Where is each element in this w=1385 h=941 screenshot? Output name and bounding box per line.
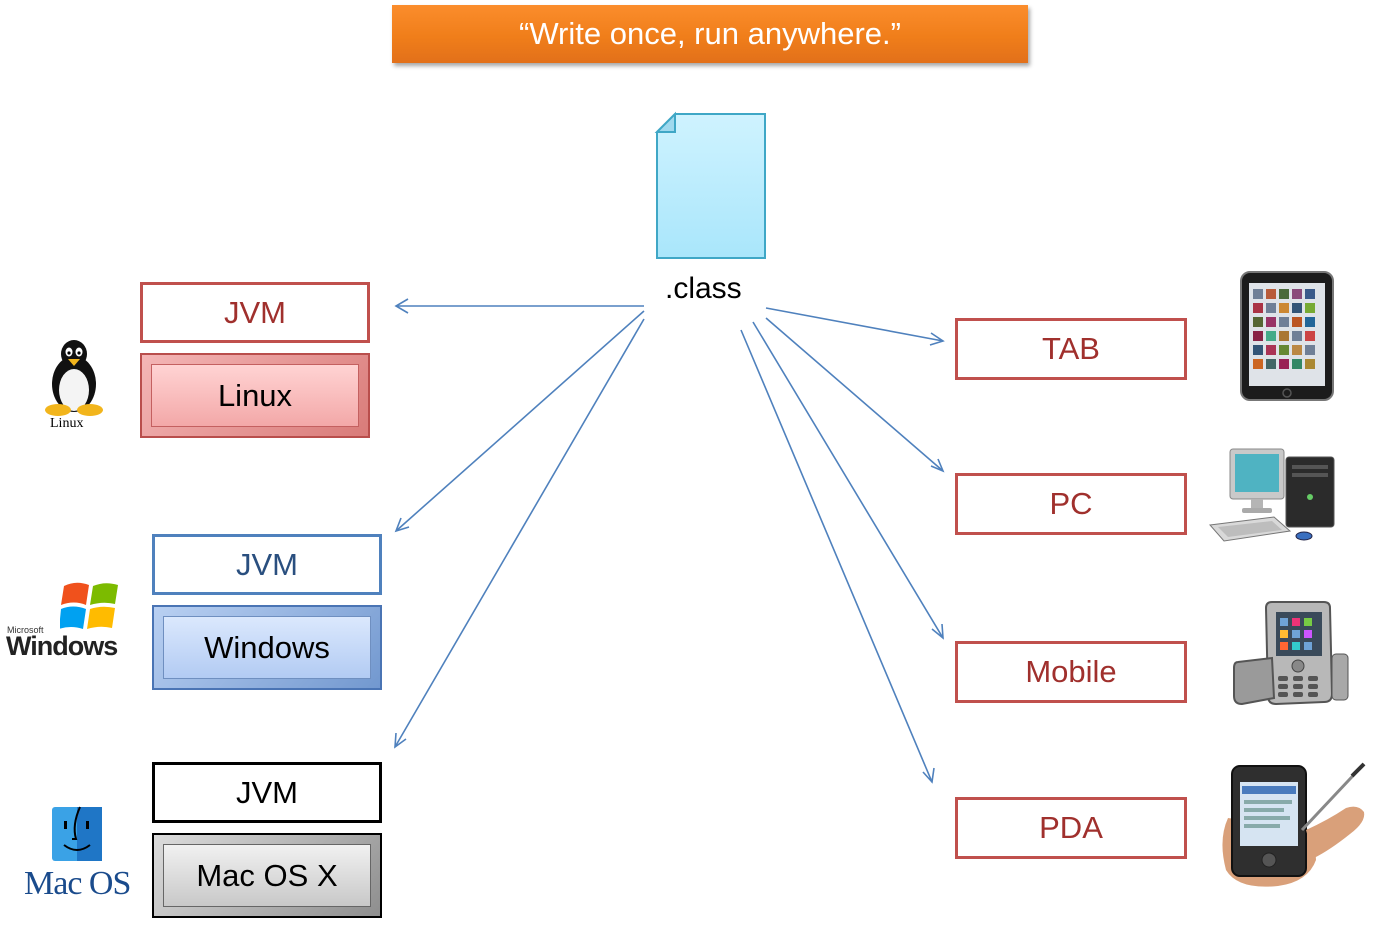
class-file-label: .class <box>665 272 742 305</box>
windows-jvm-label: JVM <box>236 546 298 582</box>
windows-os-box: Windows <box>152 605 382 690</box>
windows-jvm-box: JVM <box>152 534 382 595</box>
device-box-tab: TAB <box>955 318 1187 380</box>
arrow-to-pc <box>765 317 944 472</box>
mac-logo-caption: Mac OS <box>24 865 131 902</box>
mac-jvm-label: JVM <box>236 774 298 810</box>
mac-os-label: Mac OS X <box>196 857 338 893</box>
mac-os-box: Mac OS X <box>152 833 382 918</box>
arrow-to-windows-jvm <box>395 310 645 532</box>
class-file-icon <box>654 111 766 259</box>
linux-os-box: Linux <box>140 353 370 438</box>
device-box-pc: PC <box>955 473 1187 535</box>
desktop-computer-icon <box>1209 448 1335 542</box>
arrow-to-pda <box>740 329 933 783</box>
device-box-mobile: Mobile <box>955 641 1187 703</box>
device-label-pda: PDA <box>1039 810 1103 845</box>
arrow-to-mobile <box>752 321 944 639</box>
windows-logo-caption: Windows <box>6 631 118 661</box>
device-label-tab: TAB <box>1042 331 1100 366</box>
windows-logo-small-text: Microsoft <box>7 625 44 635</box>
linux-logo-caption: Linux <box>50 416 84 431</box>
tablet-icon <box>1240 271 1334 401</box>
linux-penguin-icon <box>45 340 103 416</box>
pda-icon <box>1222 762 1366 887</box>
linux-jvm-box: JVM <box>140 282 370 343</box>
device-label-pc: PC <box>1049 486 1093 521</box>
windows-os-label: Windows <box>204 629 330 665</box>
arrow-to-mac-jvm <box>394 318 645 748</box>
linux-jvm-label: JVM <box>224 294 286 330</box>
linux-os-label: Linux <box>217 377 293 413</box>
device-box-pda: PDA <box>955 797 1187 859</box>
mac-finder-icon <box>52 806 102 861</box>
mobile-phone-icon <box>1233 601 1349 706</box>
device-label-mobile: Mobile <box>1025 654 1117 689</box>
mac-jvm-box: JVM <box>152 762 382 823</box>
arrow-to-tab <box>765 307 944 342</box>
slogan-banner: “Write once, run anywhere.” <box>392 5 1028 63</box>
windows-flag-icon <box>60 582 118 629</box>
